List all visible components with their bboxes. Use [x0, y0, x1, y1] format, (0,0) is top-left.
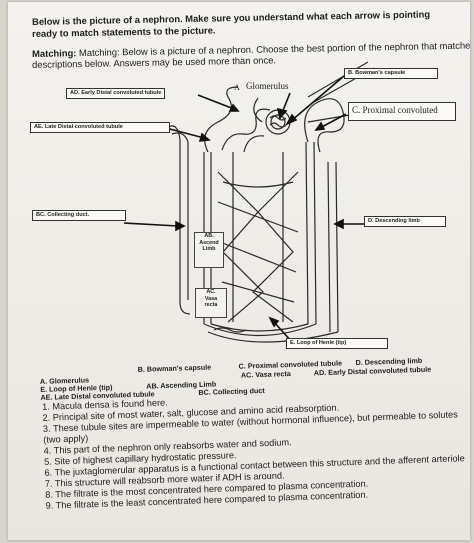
label-late-distal: AE. Late Distal convoluted tubule — [30, 122, 170, 133]
statements-block: 1. Macula densa is found here. 2. Princi… — [8, 2, 470, 540]
label-proximal-convoluted: C. Proximal convoluted — [348, 102, 456, 121]
worksheet-page: Below is the picture of a nephron. Make … — [8, 2, 470, 540]
label-collecting-duct: BC. Collecting duct. — [32, 210, 126, 221]
label-early-distal: AD. Early Distal convoluted tubule — [66, 88, 166, 99]
label-vasa-recta: AC. Vasa recta — [195, 288, 227, 318]
arrow-bowmans — [290, 75, 345, 122]
arrow-ad — [197, 94, 235, 110]
label-descending-limb: D. Descending limb — [364, 216, 446, 227]
statement-3-continued: (two apply) — [43, 433, 89, 445]
label-loop-of-henle-tip: E. Loop of Henle (tip) — [286, 338, 388, 349]
label-a-letter: A — [234, 83, 240, 92]
arrow-proximal — [319, 113, 347, 129]
label-glomerulus: Glomerulus — [246, 81, 289, 91]
label-ascending-limb: AB. Ascend Limb — [194, 232, 224, 268]
arrow-collecting — [123, 222, 179, 227]
label-bowmans-capsule: B. Bowman's capsule — [344, 68, 438, 79]
collecting-duct-outline — [179, 140, 191, 315]
arrow-ae — [165, 127, 205, 139]
